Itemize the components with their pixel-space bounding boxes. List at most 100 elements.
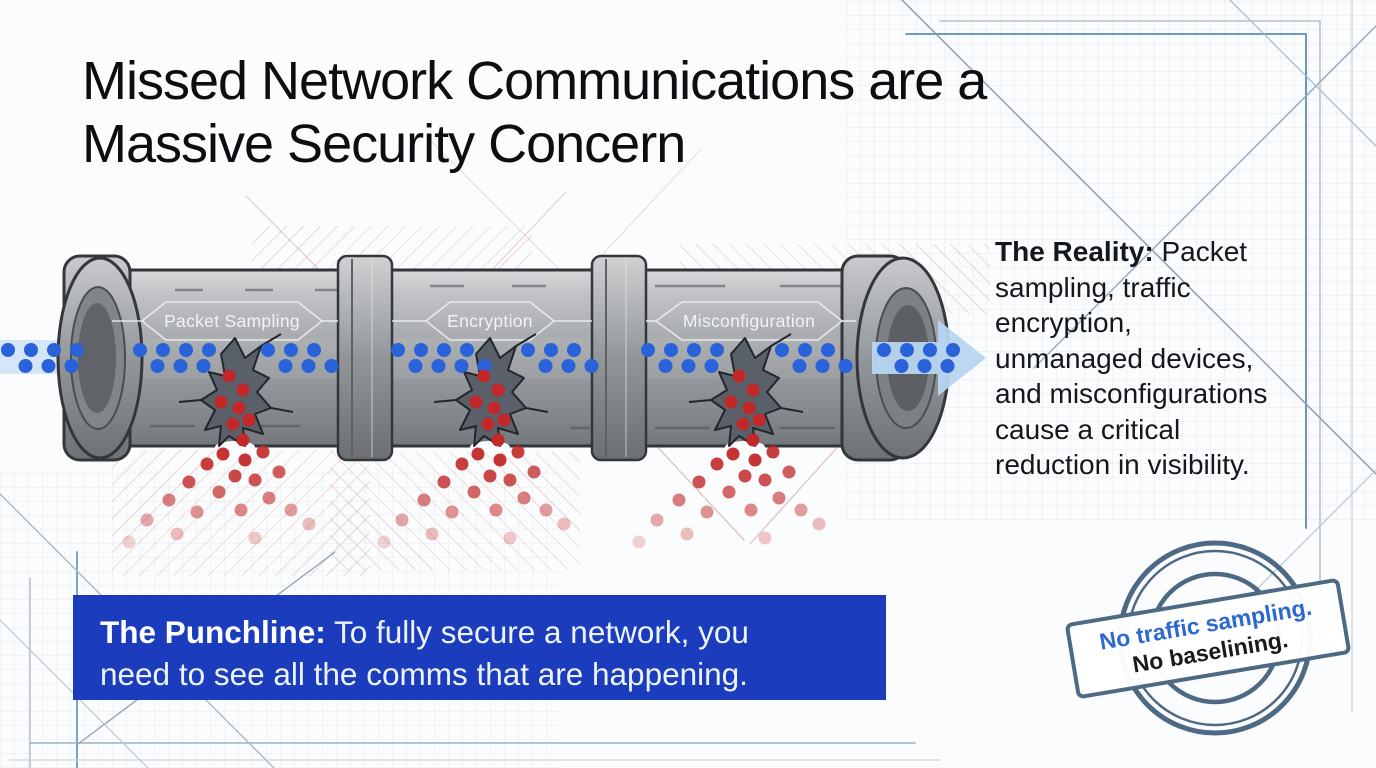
- hatch-texture: [330, 452, 580, 570]
- packet-dot-red: [216, 447, 230, 461]
- crack-line: [780, 407, 804, 413]
- packet-dot-red: [182, 475, 196, 489]
- pipe-crack: [200, 337, 272, 447]
- packet-dot-blue: [284, 343, 298, 357]
- packet-dot-blue: [900, 343, 914, 357]
- packet-dot-blue: [202, 343, 216, 357]
- packet-dot-blue: [1, 343, 15, 357]
- hatch-texture: [680, 244, 990, 314]
- packet-dot-blue: [437, 343, 451, 357]
- pipe-crack: [455, 337, 527, 447]
- crack-line: [515, 333, 537, 347]
- packet-dot-red: [248, 531, 262, 545]
- packet-dot-red: [503, 531, 517, 545]
- packet-dot-red: [214, 395, 228, 409]
- packet-dot-blue: [324, 359, 339, 373]
- packet-dot-blue: [454, 359, 469, 373]
- packet-dot-red: [212, 485, 226, 499]
- packet-dot-red: [425, 527, 439, 541]
- packet-dot-blue: [24, 343, 38, 357]
- packet-dot-red: [234, 503, 248, 517]
- packet-dot-blue: [681, 359, 696, 373]
- packet-dot-blue: [64, 359, 79, 373]
- packet-dot-red: [758, 473, 772, 487]
- packet-dot-red: [256, 445, 270, 459]
- packet-dot-red: [738, 469, 752, 483]
- crack-line: [178, 399, 202, 403]
- packet-dot-blue: [521, 343, 535, 357]
- hatch-texture: [112, 450, 370, 576]
- packet-dot-red: [377, 535, 391, 549]
- packet-dot-blue: [538, 359, 553, 373]
- packet-dot-blue: [460, 343, 474, 357]
- packet-dot-blue: [18, 359, 33, 373]
- crack-line: [270, 407, 294, 413]
- flow-arrow-out: [872, 320, 986, 396]
- packet-dot-blue: [431, 359, 446, 373]
- pipe-stream-highlight: [100, 338, 868, 378]
- packet-dot-blue: [391, 343, 405, 357]
- packet-dot-red: [752, 413, 766, 427]
- packet-dot-red: [222, 369, 236, 383]
- packet-stream: [1, 343, 960, 373]
- packet-dot-red: [487, 401, 501, 415]
- packet-dot-blue: [704, 359, 719, 373]
- packet-dot-red: [794, 503, 808, 517]
- packet-dot-red: [672, 493, 686, 507]
- packet-dot-blue: [664, 343, 678, 357]
- packet-dot-blue: [70, 343, 84, 357]
- packet-dot-blue: [47, 343, 61, 357]
- packet-dot-red: [539, 503, 553, 517]
- packet-dot-blue: [179, 343, 193, 357]
- packet-dot-blue: [544, 343, 558, 357]
- packet-dot-red: [170, 527, 184, 541]
- packet-dot-red: [766, 445, 780, 459]
- packet-dot-red: [722, 485, 736, 499]
- packet-dot-blue: [940, 359, 955, 373]
- packet-dot-red: [302, 517, 316, 531]
- crack-line: [260, 333, 282, 347]
- pipe-coupling: [336, 254, 394, 462]
- packet-dot-blue: [894, 359, 909, 373]
- packet-dot-blue: [196, 359, 211, 373]
- packet-dot-red: [736, 417, 750, 431]
- crack-line: [770, 333, 792, 347]
- packet-dot-blue: [687, 343, 701, 357]
- packet-dot-red: [481, 417, 495, 431]
- packet-dot-red: [557, 517, 571, 531]
- packet-dot-blue: [567, 343, 581, 357]
- packet-dot-blue: [710, 343, 724, 357]
- packet-dot-red: [511, 445, 525, 459]
- crack-line: [688, 399, 712, 403]
- pipe-end-right: [840, 254, 951, 462]
- packet-dot-blue: [584, 359, 599, 373]
- packet-dot-red: [527, 465, 541, 479]
- packet-dot-red: [272, 465, 286, 479]
- packet-dot-red: [445, 505, 459, 519]
- packet-dot-red: [455, 457, 469, 471]
- packet-dot-red: [467, 485, 481, 499]
- packet-dot-red: [710, 457, 724, 471]
- packet-dot-red: [782, 465, 796, 479]
- packet-dot-red: [236, 433, 250, 447]
- hatch-texture: [252, 226, 532, 278]
- packet-dot-red: [503, 473, 517, 487]
- pipe-label-misconfiguration: Misconfiguration: [683, 311, 815, 331]
- packet-dot-blue: [946, 343, 960, 357]
- packet-dot-blue: [307, 343, 321, 357]
- pipe-diagram: Packet Sampling Encryption Misconfigurat…: [0, 254, 986, 549]
- packet-dot-red: [232, 401, 246, 415]
- packet-dot-blue: [917, 359, 932, 373]
- packet-dot-red: [226, 417, 240, 431]
- packet-dot-red: [517, 491, 531, 505]
- punchline-banner: The Punchline: To fully secure a network…: [73, 595, 886, 700]
- label-hexagons: [112, 301, 856, 341]
- packet-dot-blue: [775, 343, 789, 357]
- punchline-lead: The Punchline:: [100, 614, 326, 650]
- pipe-coupling: [590, 254, 648, 462]
- packet-dot-blue: [173, 359, 188, 373]
- packet-dot-red: [650, 513, 664, 527]
- leak-notches: [215, 441, 765, 453]
- crack-line: [525, 407, 549, 413]
- packet-dot-blue: [408, 359, 423, 373]
